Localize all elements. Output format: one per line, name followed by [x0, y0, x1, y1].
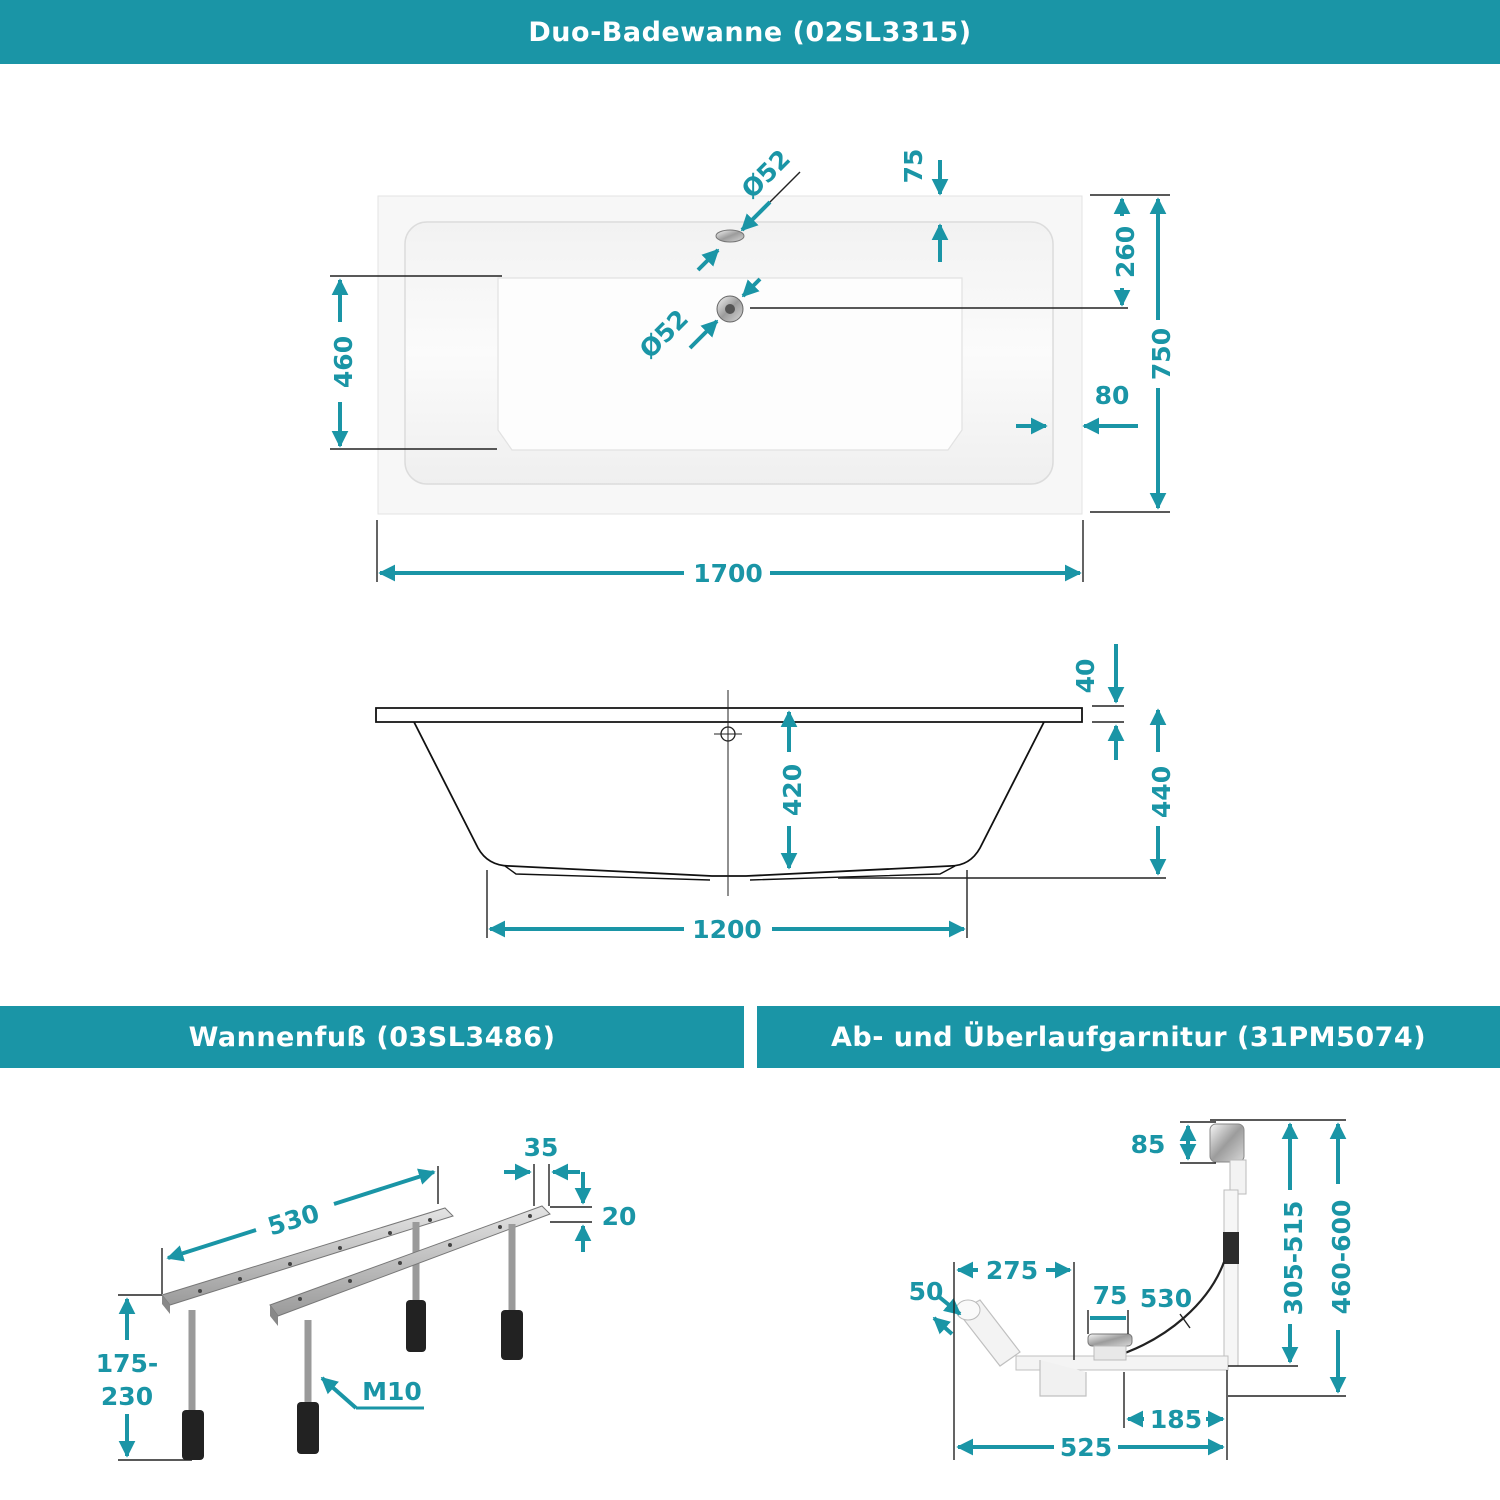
- dim-overflow-height: 85: [1131, 1130, 1166, 1159]
- header-drain-set: Ab- und Überlaufgarnitur (31PM5074): [757, 1006, 1500, 1068]
- overflow-icon: [715, 229, 745, 243]
- dim-offset-185: 185: [1150, 1405, 1202, 1434]
- dim-edge-top: 75: [899, 149, 928, 184]
- dim-adjust-range-inner: 305-515: [1279, 1201, 1308, 1316]
- dim-overflow-diameter: Ø52: [736, 144, 796, 204]
- tub-foot-dimensions: 530 35 20 175- 230 M10: [96, 1133, 637, 1461]
- overflow-head-icon: [1209, 1123, 1245, 1163]
- dim-bottom-length: 1200: [692, 915, 762, 944]
- dim-length: 1700: [693, 559, 763, 588]
- dim-total-height: 440: [1147, 766, 1176, 818]
- bathtub-side-view: [375, 690, 1083, 896]
- header-tub-foot: Wannenfuß (03SL3486): [0, 1006, 744, 1068]
- dim-cable-530: 530: [1140, 1284, 1192, 1313]
- dim-rail-length: 530: [264, 1198, 322, 1241]
- dim-profile-width: 35: [524, 1133, 559, 1162]
- dim-height-range-line2: 230: [101, 1382, 153, 1411]
- dim-width: 750: [1147, 328, 1176, 380]
- dim-offset-275: 275: [986, 1256, 1038, 1285]
- dim-pipe-diameter: 50: [909, 1277, 944, 1306]
- dim-drain-offset: 260: [1111, 226, 1140, 278]
- side-view-dimensions: 40 420 440 1200: [486, 644, 1176, 944]
- dim-total-525: 525: [1060, 1433, 1112, 1462]
- drain-plug-icon: [1087, 1333, 1133, 1347]
- header-bathtub: Duo-Badewanne (02SL3315): [0, 0, 1500, 64]
- dim-height-range-line1: 175-: [96, 1349, 159, 1378]
- drain-set-illustration: [955, 1123, 1247, 1397]
- bathtub-top-view: [377, 195, 1083, 515]
- dim-profile-height: 20: [602, 1202, 637, 1231]
- dim-rim-height: 40: [1071, 659, 1100, 694]
- dim-adjust-range-outer: 460-600: [1327, 1200, 1356, 1315]
- dim-edge-side: 80: [1095, 381, 1130, 410]
- tub-foot-illustration: [161, 1205, 551, 1460]
- dim-inner-width: 460: [329, 336, 358, 388]
- dim-offset-75: 75: [1093, 1281, 1128, 1310]
- dim-thread: M10: [362, 1377, 422, 1406]
- drain-set-dimensions: 85 305-515 460-600 50 275 75 530: [909, 1119, 1356, 1462]
- dim-inner-depth: 420: [778, 764, 807, 816]
